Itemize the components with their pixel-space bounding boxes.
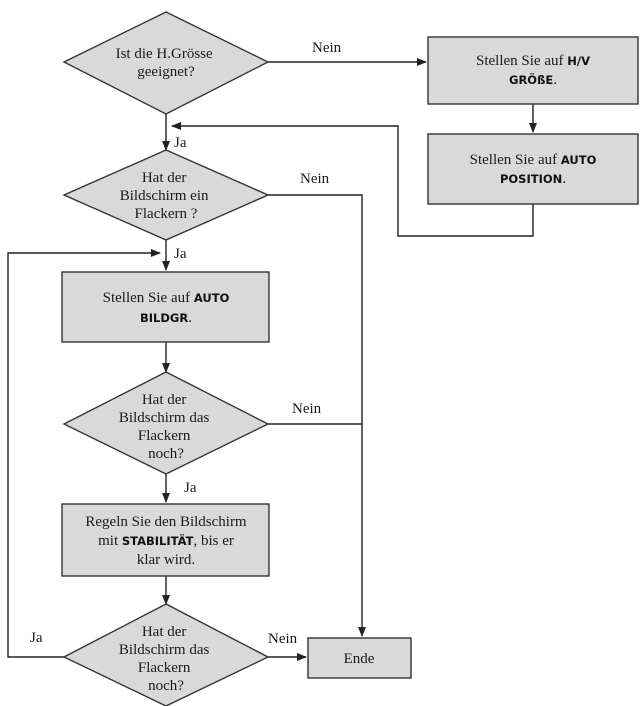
process-set-auto-size-line1: Stellen Sie auf AUTO <box>103 290 230 306</box>
process-adjust-stability-line1: Regeln Sie den Bildschirm <box>85 514 247 530</box>
decision-flicker-line3: Flackern ? <box>135 206 198 222</box>
decision-flicker-still-2: Hat der Bildschirm das Flackern noch? <box>62 603 270 706</box>
decision-flicker-line2: Bildschirm ein <box>120 188 209 204</box>
decision-flicker-still-1-line4: noch? <box>148 446 184 462</box>
svg-text:Ist die H.Grösse geeigne: Ist die H.Grösse geeignet? <box>116 46 217 80</box>
decision-flicker: Hat der Bildschirm ein Flackern ? <box>62 149 270 241</box>
decision-flicker-still-1-line2: Bildschirm das <box>119 410 210 426</box>
process-set-auto-position-line2: POSITION. <box>500 171 566 187</box>
svg-text:Hat der Bildschirm das: Hat der Bildschirm das Flackern noch? <box>119 624 213 694</box>
decision-size-suitable: Ist die H.Grösse geeignet? <box>62 11 270 115</box>
label-no-d3: Nein <box>292 401 322 417</box>
process-set-auto-position-line1: Stellen Sie auf AUTO <box>470 152 597 168</box>
label-no-d4: Nein <box>268 631 298 647</box>
label-no-d1: Nein <box>312 40 342 56</box>
decision-flicker-still-2-line2: Bildschirm das <box>119 642 210 658</box>
decision-size-suitable-line2: geeignet? <box>137 64 195 80</box>
decision-flicker-still-1-line1: Hat der <box>142 392 187 408</box>
decision-flicker-still-2-line4: noch? <box>148 678 184 694</box>
edge-d4-loop <box>7 249 161 658</box>
label-yes-d1: Ja <box>174 135 187 151</box>
process-adjust-stability-line2: mit STABILITÄT, bis er <box>98 533 234 549</box>
process-set-auto-size: Stellen Sie auf AUTO BILDGR. <box>61 271 270 343</box>
edge-labels: Nein Ja Nein Ja Nein Ja Ja Nein <box>30 40 342 647</box>
decision-flicker-still-2-line1: Hat der <box>142 624 187 640</box>
process-set-hv-size: Stellen Sie auf H/V GRÖßE. <box>427 36 639 105</box>
decision-flicker-line1: Hat der <box>142 170 187 186</box>
process-set-hv-size-line1: Stellen Sie auf H/V <box>476 53 590 69</box>
label-yes-d2: Ja <box>174 246 187 262</box>
decision-size-suitable-line1: Ist die H.Grösse <box>116 46 213 62</box>
decision-flicker-still-1: Hat der Bildschirm das Flackern noch? <box>62 371 270 475</box>
process-adjust-stability: Regeln Sie den Bildschirm mit STABILITÄT… <box>61 503 270 577</box>
svg-text:Hat der Bildschirm ein: Hat der Bildschirm ein Flackern ? <box>120 170 213 222</box>
edge-d2-end <box>268 194 366 637</box>
end-label: Ende <box>344 651 375 667</box>
label-no-d2: Nein <box>300 171 330 187</box>
process-set-auto-size-line2: BILDGR. <box>140 310 192 326</box>
process-set-auto-position: Stellen Sie auf AUTO POSITION. <box>427 133 639 205</box>
label-yes-d4: Ja <box>30 630 43 646</box>
process-adjust-stability-line3: klar wird. <box>137 552 195 568</box>
edge-p2-return <box>171 122 534 237</box>
label-yes-d3: Ja <box>184 480 197 496</box>
decision-flicker-still-2-line3: Flackern <box>138 660 191 676</box>
decision-flicker-still-1-line3: Flackern <box>138 428 191 444</box>
process-set-hv-size-line2: GRÖßE. <box>509 72 557 88</box>
svg-text:Hat der Bildschirm das: Hat der Bildschirm das Flackern noch? <box>119 392 213 462</box>
connectors <box>7 58 537 661</box>
end-node: Ende <box>307 637 412 679</box>
